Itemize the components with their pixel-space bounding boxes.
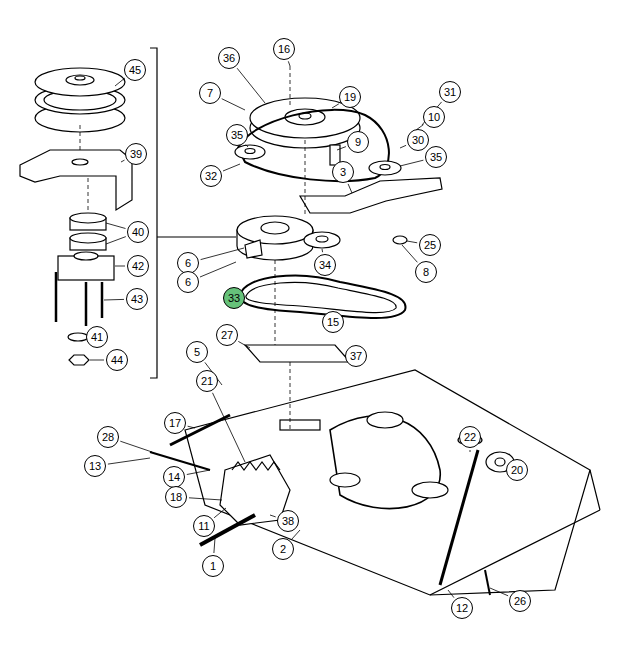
callout-number: 35: [226, 124, 248, 146]
leader-line: [115, 266, 125, 267]
callout-number: 31: [439, 81, 461, 103]
leader-line: [121, 160, 125, 162]
leader-line: [490, 588, 508, 596]
callout-number: 43: [126, 288, 148, 310]
callout-number: 34: [314, 254, 336, 276]
leader-line: [106, 237, 126, 244]
callout-number: 42: [127, 255, 149, 277]
leader-line: [288, 61, 290, 66]
callout-number: 8: [415, 261, 437, 283]
leader-line: [337, 147, 346, 150]
leader-line: [470, 450, 471, 452]
leader-line: [402, 245, 417, 262]
callout-number: 44: [106, 349, 128, 371]
callout-number: 38: [277, 510, 299, 532]
leader-line: [400, 160, 423, 166]
leader-line: [213, 393, 246, 462]
callout-number: 5: [186, 341, 208, 363]
leader-line: [237, 68, 265, 103]
leader-line: [223, 164, 240, 171]
leader-line: [104, 299, 124, 301]
leader-line: [200, 262, 236, 277]
callout-number: 25: [419, 234, 441, 256]
leader-line: [106, 223, 126, 229]
leader-line: [348, 184, 352, 193]
leader-line: [188, 426, 195, 428]
callout-number: 33: [223, 287, 245, 309]
callout-number: 26: [509, 590, 531, 612]
callout-number: 45: [124, 59, 146, 81]
callout-number: 2: [272, 538, 294, 560]
callout-number: 32: [200, 165, 222, 187]
callout-number: 28: [97, 426, 119, 448]
leader-line: [270, 515, 276, 517]
leader-line: [332, 104, 339, 108]
callout-number: 35: [425, 146, 447, 168]
callout-number: 17: [164, 412, 186, 434]
callout-number: 41: [86, 326, 108, 348]
leader-line: [214, 508, 226, 518]
callout-number: 27: [216, 324, 238, 346]
callout-number: 15: [322, 311, 344, 333]
callout-number: 18: [165, 486, 187, 508]
callout-number: 16: [273, 38, 295, 60]
leader-line: [222, 99, 245, 110]
leader-line: [120, 441, 152, 452]
leader-line: [189, 498, 222, 500]
callout-number: 30: [407, 129, 429, 151]
callout-number: 13: [84, 455, 106, 477]
leader-line: [115, 78, 125, 86]
callout-number: 40: [127, 221, 149, 243]
callout-number: 11: [193, 515, 215, 537]
leader-line: [292, 530, 300, 539]
leader-line: [108, 458, 150, 464]
callout-number: 37: [345, 345, 367, 367]
callout-number: 19: [339, 86, 361, 108]
callout-number: 39: [125, 143, 147, 165]
leader-line: [322, 249, 324, 252]
leader-line: [187, 470, 210, 475]
callout-number: 36: [218, 47, 240, 69]
callout-number: 12: [451, 597, 473, 619]
leader-line: [407, 241, 417, 243]
callout-number: 20: [506, 459, 528, 481]
callout-number: 6: [177, 271, 199, 293]
leader-line: [246, 145, 248, 147]
leader-line: [201, 248, 244, 260]
leader-line: [400, 145, 406, 148]
callout-number: 1: [202, 555, 224, 577]
callout-number: 21: [196, 370, 218, 392]
callout-number: 10: [423, 106, 445, 128]
leader-line: [90, 360, 104, 361]
callout-number: 7: [199, 82, 221, 104]
callout-number: 3: [332, 161, 354, 183]
callout-number: 22: [459, 426, 481, 448]
callout-number: 9: [347, 131, 369, 153]
leader-line: [238, 341, 250, 348]
callout-number: 14: [163, 466, 185, 488]
leader-line: [214, 538, 215, 553]
leader-line: [448, 590, 454, 598]
